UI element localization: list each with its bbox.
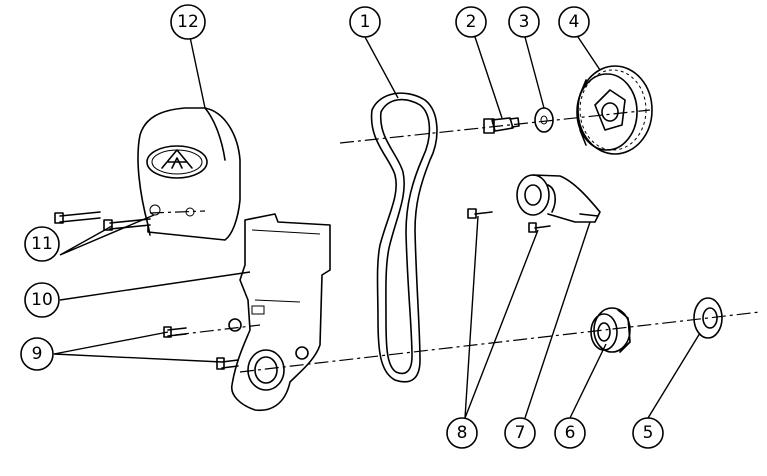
crankshaft-flange xyxy=(693,297,723,339)
svg-text:5: 5 xyxy=(643,423,654,443)
timing-belt xyxy=(370,92,438,383)
camshaft-bolt xyxy=(483,117,520,134)
callout-7: 7 xyxy=(504,417,536,449)
svg-text:11: 11 xyxy=(31,234,53,254)
svg-text:4: 4 xyxy=(569,12,580,32)
callout-4: 4 xyxy=(558,6,590,38)
callout-9: 9 xyxy=(20,337,54,371)
svg-text:8: 8 xyxy=(457,423,468,443)
callout-10: 10 xyxy=(24,282,60,318)
svg-text:9: 9 xyxy=(32,344,43,364)
belt-tensioner xyxy=(516,174,601,223)
callout-3: 3 xyxy=(508,6,540,38)
callout-11: 11 xyxy=(24,226,60,262)
upper-bolt-axis-line xyxy=(149,210,206,214)
svg-text:12: 12 xyxy=(177,12,199,32)
callout-5: 5 xyxy=(632,417,664,449)
callout-8: 8 xyxy=(446,417,478,449)
svg-text:10: 10 xyxy=(31,290,53,310)
upper-timing-cover xyxy=(137,107,241,241)
svg-text:1: 1 xyxy=(360,12,371,32)
callout-2: 2 xyxy=(455,6,487,38)
svg-text:2: 2 xyxy=(466,12,477,32)
leader-lines xyxy=(53,36,701,419)
svg-text:3: 3 xyxy=(519,12,530,32)
crankshaft-axis-line xyxy=(239,311,761,373)
camshaft-pulley xyxy=(576,65,653,155)
callout-1: 1 xyxy=(349,6,381,38)
washer xyxy=(534,107,554,133)
lower-timing-cover xyxy=(228,213,331,412)
callout-12: 12 xyxy=(170,4,206,40)
camshaft-axis-line xyxy=(339,109,651,144)
upper-cover-bolts xyxy=(54,211,151,231)
lower-cover-bolts xyxy=(163,326,239,370)
svg-text:7: 7 xyxy=(515,423,526,443)
tensioner-bolts xyxy=(467,208,551,233)
cover-bolt-axis-line xyxy=(174,324,261,336)
callout-6: 6 xyxy=(554,417,586,449)
crankshaft-sprocket xyxy=(590,307,631,353)
svg-text:6: 6 xyxy=(565,423,576,443)
